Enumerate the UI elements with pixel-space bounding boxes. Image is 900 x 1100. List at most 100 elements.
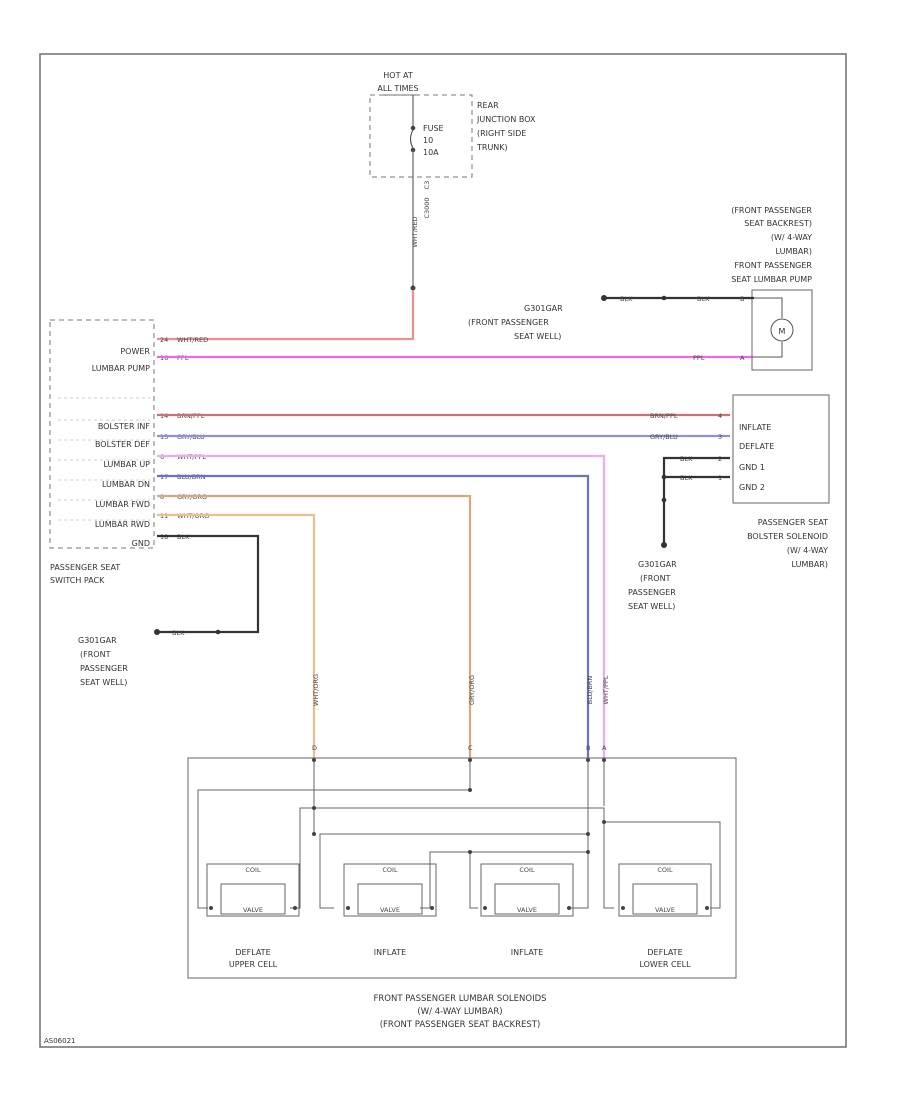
vertical-pin-label: A [602, 744, 607, 752]
vertical-wire-label: WHT/PPL [602, 675, 610, 704]
solenoid-valve [494, 883, 560, 915]
power-feed-conn2-label: C3000 [423, 197, 431, 218]
ground-sw-line-1: (FRONT [80, 650, 111, 659]
junction-box-line-1: REAR [477, 101, 499, 110]
pump-lead-a [754, 342, 783, 358]
solenoid-coil-label: COIL [245, 866, 261, 874]
bolster-caption-2: BOLSTER SOLENOID [747, 532, 828, 541]
wire-blk-gnd [157, 534, 260, 634]
pump-gnd-dot [601, 295, 607, 301]
vertical-connector-dot [586, 758, 590, 762]
bolster-row: DEFLATE 3 [718, 433, 774, 451]
power-feed-colored-segment [157, 290, 415, 341]
pump-caption-5: FRONT PASSENGER [734, 261, 812, 270]
power-feed-connector-dot [410, 285, 416, 291]
solenoid-terminal [621, 906, 625, 910]
bolster-gnd-line-2: PASSENGER [628, 588, 676, 597]
switch-function-label: LUMBAR PUMP [92, 364, 150, 373]
bolster-gnd-line-1: (FRONT [640, 574, 671, 583]
pump-gnd-wire-label: BLK [620, 295, 633, 303]
solenoid-internal-wire [314, 807, 605, 822]
solenoid-name: INFLATE [374, 948, 406, 957]
switch-pack-outline [49, 319, 155, 549]
junction-box-line-3: (RIGHT SIDE [477, 129, 526, 138]
bolster-function-label: GND 2 [739, 483, 765, 492]
bolster-gnd-wire [662, 456, 730, 545]
switch-function-label: LUMBAR FWD [95, 500, 150, 509]
bolster-splice-2 [661, 497, 667, 503]
solenoid-valve-label: VALVE [517, 906, 537, 914]
solenoid-name: LOWER CELL [639, 960, 691, 969]
ground-sw-line-3: SEAT WELL) [80, 678, 127, 687]
solenoid-internal-wiring [197, 762, 721, 909]
vertical-connector-dot [468, 758, 472, 762]
vertical-wire-label: BLU/BRN [586, 676, 594, 705]
solenoids-caption-2: (W/ 4-WAY LUMBAR) [417, 1007, 502, 1017]
power-feed-wire-label: WHT/RED [411, 216, 419, 247]
solenoid-valve [357, 883, 423, 915]
ground-sw-wire-label: BLK [172, 629, 185, 637]
solenoid-coil [480, 863, 574, 917]
solenoids-box [187, 757, 737, 979]
diagram-frame [39, 53, 847, 1048]
switch-pack-caption-1: PASSENGER SEAT [50, 563, 120, 572]
pump-lead-b [754, 297, 783, 318]
bolster-function-label: INFLATE [739, 423, 771, 432]
solenoid-valve [220, 883, 286, 915]
switch-function-label: BOLSTER DEF [95, 440, 150, 449]
wire-wht-org [157, 513, 316, 760]
solenoid-name: DEFLATE [235, 948, 270, 957]
wire-brn-ppl-right-label: BRN/PPL [650, 412, 678, 420]
hot-at-label: HOT AT [383, 71, 413, 80]
bolster-pin-label: 3 [718, 433, 722, 441]
switch-function-label: POWER [120, 347, 150, 356]
junction-box-outline [369, 94, 473, 178]
vertical-connector-dot [602, 758, 606, 762]
footer-id: AS06021 [44, 1037, 76, 1045]
bolster-function-label: GND 1 [739, 463, 765, 472]
solenoid-internal-wire [197, 789, 470, 909]
solenoid-splice [312, 832, 316, 836]
pump-caption-4: LUMBAR) [776, 247, 812, 256]
wire-gry-blu-right-label: GRY/BLU [650, 433, 678, 441]
motor-icon [770, 318, 794, 342]
ground-sw-id: G301GAR [78, 636, 117, 645]
fuse-icon [409, 129, 414, 149]
solenoid-coil-label: COIL [519, 866, 535, 874]
solenoids-caption-3: (FRONT PASSENGER SEAT BACKREST) [380, 1020, 541, 1030]
solenoid-internal-wire [604, 821, 721, 909]
pump-caption-6: SEAT LUMBAR PUMP [731, 275, 812, 284]
wire-ppl-right-label: PPL [693, 354, 705, 362]
vertical-pin-label: D [312, 744, 317, 752]
wire-wht-ppl [157, 454, 606, 760]
pump-gnd-id: G301GAR [524, 304, 563, 313]
bolster-caption-4: LUMBAR) [792, 560, 828, 569]
switch-function-label: GND [132, 539, 150, 548]
solenoid-valve-label: VALVE [655, 906, 675, 914]
solenoid-valve-label: VALVE [380, 906, 400, 914]
bolster-function-label: DEFLATE [739, 442, 774, 451]
pump-gnd-splice [661, 295, 667, 301]
vertical-wire-label: WHT/ORG [312, 674, 320, 706]
power-feed-conn-label: C3 [423, 181, 431, 190]
solenoid-coil-label: COIL [657, 866, 673, 874]
switch-function-label: LUMBAR RWD [95, 520, 150, 529]
vertical-wire-label: GRY/ORG [468, 675, 476, 705]
solenoid-splice [602, 820, 606, 824]
vertical-pin-label: B [586, 744, 590, 752]
wire-blu-brn [157, 474, 590, 760]
fuse-line-2: 10 [423, 136, 433, 145]
pump-caption-1: (FRONT PASSENGER [731, 206, 812, 215]
solenoid-internal-wire [470, 851, 589, 909]
switch-function-label: LUMBAR UP [103, 460, 150, 469]
lumbar-pump: (FRONT PASSENGER SEAT BACKREST) (W/ 4-WA… [468, 206, 813, 371]
